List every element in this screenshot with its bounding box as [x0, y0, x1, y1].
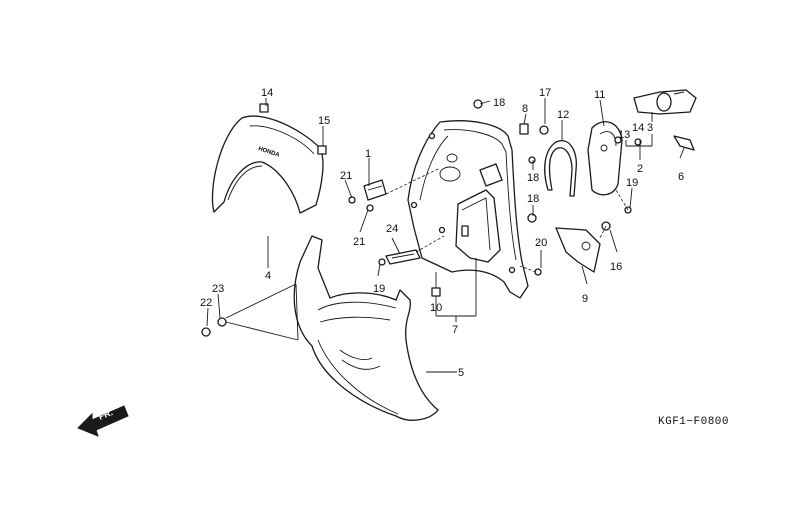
callout-17: 17	[539, 87, 551, 99]
callout-labels: 14 15 1 21 21 4 5 18 17 8 12 11 18 18 20…	[200, 87, 684, 379]
clip	[673, 135, 695, 151]
callout-21b: 21	[353, 236, 365, 248]
callout-18b: 18	[527, 172, 539, 184]
diagram-code: KGF1−F0800	[658, 416, 729, 428]
callout-2: 2	[637, 163, 643, 175]
cover-plate	[587, 121, 623, 196]
callout-12: 12	[557, 109, 569, 121]
callout-1: 1	[365, 148, 371, 160]
callout-24: 24	[386, 223, 398, 235]
callout-11: 11	[594, 89, 605, 101]
callout-14: 14	[632, 122, 644, 134]
callout-3: 3	[647, 122, 653, 134]
callout-6: 6	[678, 171, 684, 183]
leader-lines	[206, 98, 685, 373]
callout-19a: 19	[626, 177, 638, 189]
front-direction-arrow: FR.	[77, 405, 129, 437]
callout-16: 16	[610, 261, 622, 273]
dashed-connectors	[385, 167, 629, 273]
callout-7: 7	[452, 324, 458, 336]
callout-4: 4	[265, 270, 271, 282]
callout-13: 13	[618, 129, 630, 141]
callout-15a: 14	[261, 87, 273, 99]
callout-18a: 18	[493, 97, 505, 109]
callout-18c: 18	[527, 193, 539, 205]
bracket	[363, 179, 387, 201]
small-plate	[385, 249, 421, 265]
wire-loop	[544, 140, 577, 197]
callout-21a: 21	[340, 170, 352, 182]
key-lock	[633, 89, 697, 115]
lower-front-panel	[293, 235, 439, 421]
callout-23: 23	[212, 283, 224, 295]
front-top-cover: HONDA	[211, 115, 324, 214]
callout-10: 10	[430, 302, 442, 314]
callout-15b: 15	[318, 115, 330, 127]
callout-22: 22	[200, 297, 212, 309]
callout-19b: 19	[373, 283, 385, 295]
callout-8: 8	[522, 103, 528, 115]
callout-5: 5	[458, 367, 464, 379]
callout-20: 20	[535, 237, 547, 249]
callout-9: 9	[582, 293, 588, 305]
lock-bracket	[555, 227, 601, 273]
glove-box	[455, 163, 503, 263]
